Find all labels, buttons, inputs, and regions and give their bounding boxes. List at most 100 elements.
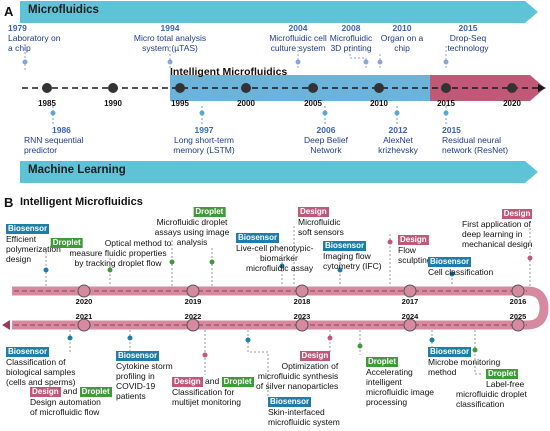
event-deep-learning-design: Design First application of deep learnin… xyxy=(462,209,533,249)
connector-l4 xyxy=(247,330,269,398)
panel-b-title: Intelligent Microfluidics xyxy=(20,196,143,208)
event-ifc: Biosensor Imaging flow cytometry (IFC) xyxy=(323,241,382,271)
tick-dot-1985 xyxy=(42,83,52,93)
year-node-2021 xyxy=(77,318,91,332)
event-optical-method: Droplet Optical method to measure fluidi… xyxy=(50,238,172,268)
marker-l4 xyxy=(245,337,251,343)
event-droplet-assays: Droplet Microfluidic droplet assays usin… xyxy=(154,207,230,247)
year-node-2020 xyxy=(77,284,91,298)
biosensor-tag: Biosensor xyxy=(323,241,367,251)
marker-2006 xyxy=(322,110,328,116)
marker-2010 xyxy=(377,59,383,65)
year-label-2018: 2018 xyxy=(293,297,311,306)
tick-dot-2010 xyxy=(374,83,384,93)
marker-u1 xyxy=(43,267,49,273)
biosensor-tag: Biosensor xyxy=(268,397,312,407)
event-microbe-monitoring: Biosensor Microbe monitoring method xyxy=(428,347,501,377)
tick-dot-1990 xyxy=(108,83,118,93)
marker-l7 xyxy=(429,337,435,343)
marker-2015-bottom xyxy=(443,110,449,116)
tick-label-2015: 2015 xyxy=(437,99,455,108)
event-1994: 1994 Micro total analysis system (µTAS) xyxy=(133,23,207,53)
year-node-2019 xyxy=(186,284,200,298)
year-label-2020: 2020 xyxy=(75,297,93,306)
event-1979: 1979 Laboratory on a chip xyxy=(8,23,61,53)
microfluidics-banner-text: Microfluidics xyxy=(28,4,99,16)
year-label-2022: 2022 xyxy=(184,312,202,321)
tick-label-1995: 1995 xyxy=(171,99,189,108)
year-node-2016 xyxy=(511,284,525,298)
biosensor-tag: Biosensor xyxy=(236,233,280,243)
blue-band xyxy=(170,75,430,101)
marker-2004 xyxy=(295,59,301,65)
marker-1997 xyxy=(199,110,205,116)
marker-l2 xyxy=(127,335,133,341)
marker-1994 xyxy=(167,59,173,65)
year-node-2017 xyxy=(403,284,417,298)
year-node-2024 xyxy=(403,318,417,332)
event-flow-sculpting: Design Flow sculpting xyxy=(398,235,432,265)
event-label-free: Droplet Label-free microfluidic droplet … xyxy=(456,369,527,409)
event-2010: 2010 Organ on a chip xyxy=(380,23,424,53)
event-2012: 2012 AlexNet krizhevsky xyxy=(378,125,418,155)
serpentine-track xyxy=(12,286,549,330)
event-2015-drop-seq: 2015 Drop-Seq technology xyxy=(447,23,489,53)
biosensor-tag: Biosensor xyxy=(428,347,472,357)
event-2015-resnet: 2015 Residual neural network (ResNet) xyxy=(442,125,509,155)
event-cell-classification: Biosensor Cell classification xyxy=(428,257,494,277)
microfluidics-banner-arrow xyxy=(20,1,538,23)
biosensor-tag: Biosensor xyxy=(6,224,50,234)
event-polymerization: Biosensor Efficient polymerization desig… xyxy=(6,224,61,264)
biosensor-tag: Biosensor xyxy=(6,347,50,357)
tick-dot-2005 xyxy=(308,83,318,93)
event-design-automation: Design and Droplet Design automation of … xyxy=(30,386,112,417)
biosensor-tag: Biosensor xyxy=(116,351,160,361)
tick-label-2005: 2005 xyxy=(304,99,322,108)
machine-learning-banner-text: Machine Learning xyxy=(28,164,126,176)
year-label-2025: 2025 xyxy=(509,312,527,321)
design-tag: Design xyxy=(501,209,533,219)
event-1986: 1986 RNN sequential predictor xyxy=(24,125,84,155)
event-skin-interfaced: Biosensor Skin-interfaced microfluidic s… xyxy=(268,397,340,427)
event-biological-samples: Biosensor Classification of biological s… xyxy=(6,347,76,387)
tick-label-1990: 1990 xyxy=(104,99,122,108)
tick-label-2000: 2000 xyxy=(237,99,255,108)
marker-u10 xyxy=(527,255,533,261)
droplet-tag: Droplet xyxy=(221,377,254,387)
marker-l6 xyxy=(357,343,363,349)
marker-2015-top xyxy=(443,59,449,65)
droplet-tag: Droplet xyxy=(366,357,398,367)
panel-a-label: A xyxy=(4,4,14,19)
marker-u3 xyxy=(169,259,175,265)
marker-l5 xyxy=(327,335,333,341)
droplet-tag: Droplet xyxy=(50,238,83,248)
track-arrowhead xyxy=(2,320,10,330)
machine-learning-banner-arrow xyxy=(20,161,538,183)
marker-2008 xyxy=(363,59,369,65)
design-tag: Design xyxy=(299,351,331,361)
microfluidics-banner: Microfluidics xyxy=(20,1,538,23)
year-label-2023: 2023 xyxy=(293,312,311,321)
event-multijet-monitoring: Design and Droplet Classification for mu… xyxy=(172,376,254,407)
marker-l3 xyxy=(202,352,208,358)
event-1997: 1997 Long short-term memory (LSTM) xyxy=(173,125,235,155)
panel-b-label: B xyxy=(4,195,14,210)
year-label-2019: 2019 xyxy=(184,297,202,306)
marker-1979 xyxy=(22,59,28,65)
event-soft-sensors: Design Microfluidic soft sensors xyxy=(298,207,344,237)
marker-u9 xyxy=(449,271,455,277)
year-node-2023 xyxy=(295,318,309,332)
year-label-2024: 2024 xyxy=(401,312,419,321)
marker-u4 xyxy=(209,259,215,265)
droplet-tag: Droplet xyxy=(79,387,112,397)
year-node-2018 xyxy=(295,284,309,298)
marker-u2 xyxy=(107,267,113,273)
event-2008: 2008 Microfluidic 3D printing xyxy=(329,23,373,53)
tick-dot-2015 xyxy=(441,83,451,93)
tick-label-1985: 1985 xyxy=(38,99,56,108)
droplet-tag: Droplet xyxy=(486,369,518,379)
event-cytokine-storm: Biosensor Cytokine storm profiling in CO… xyxy=(116,351,173,401)
event-image-processing: Droplet Accelerating intelligent microfl… xyxy=(366,357,435,407)
